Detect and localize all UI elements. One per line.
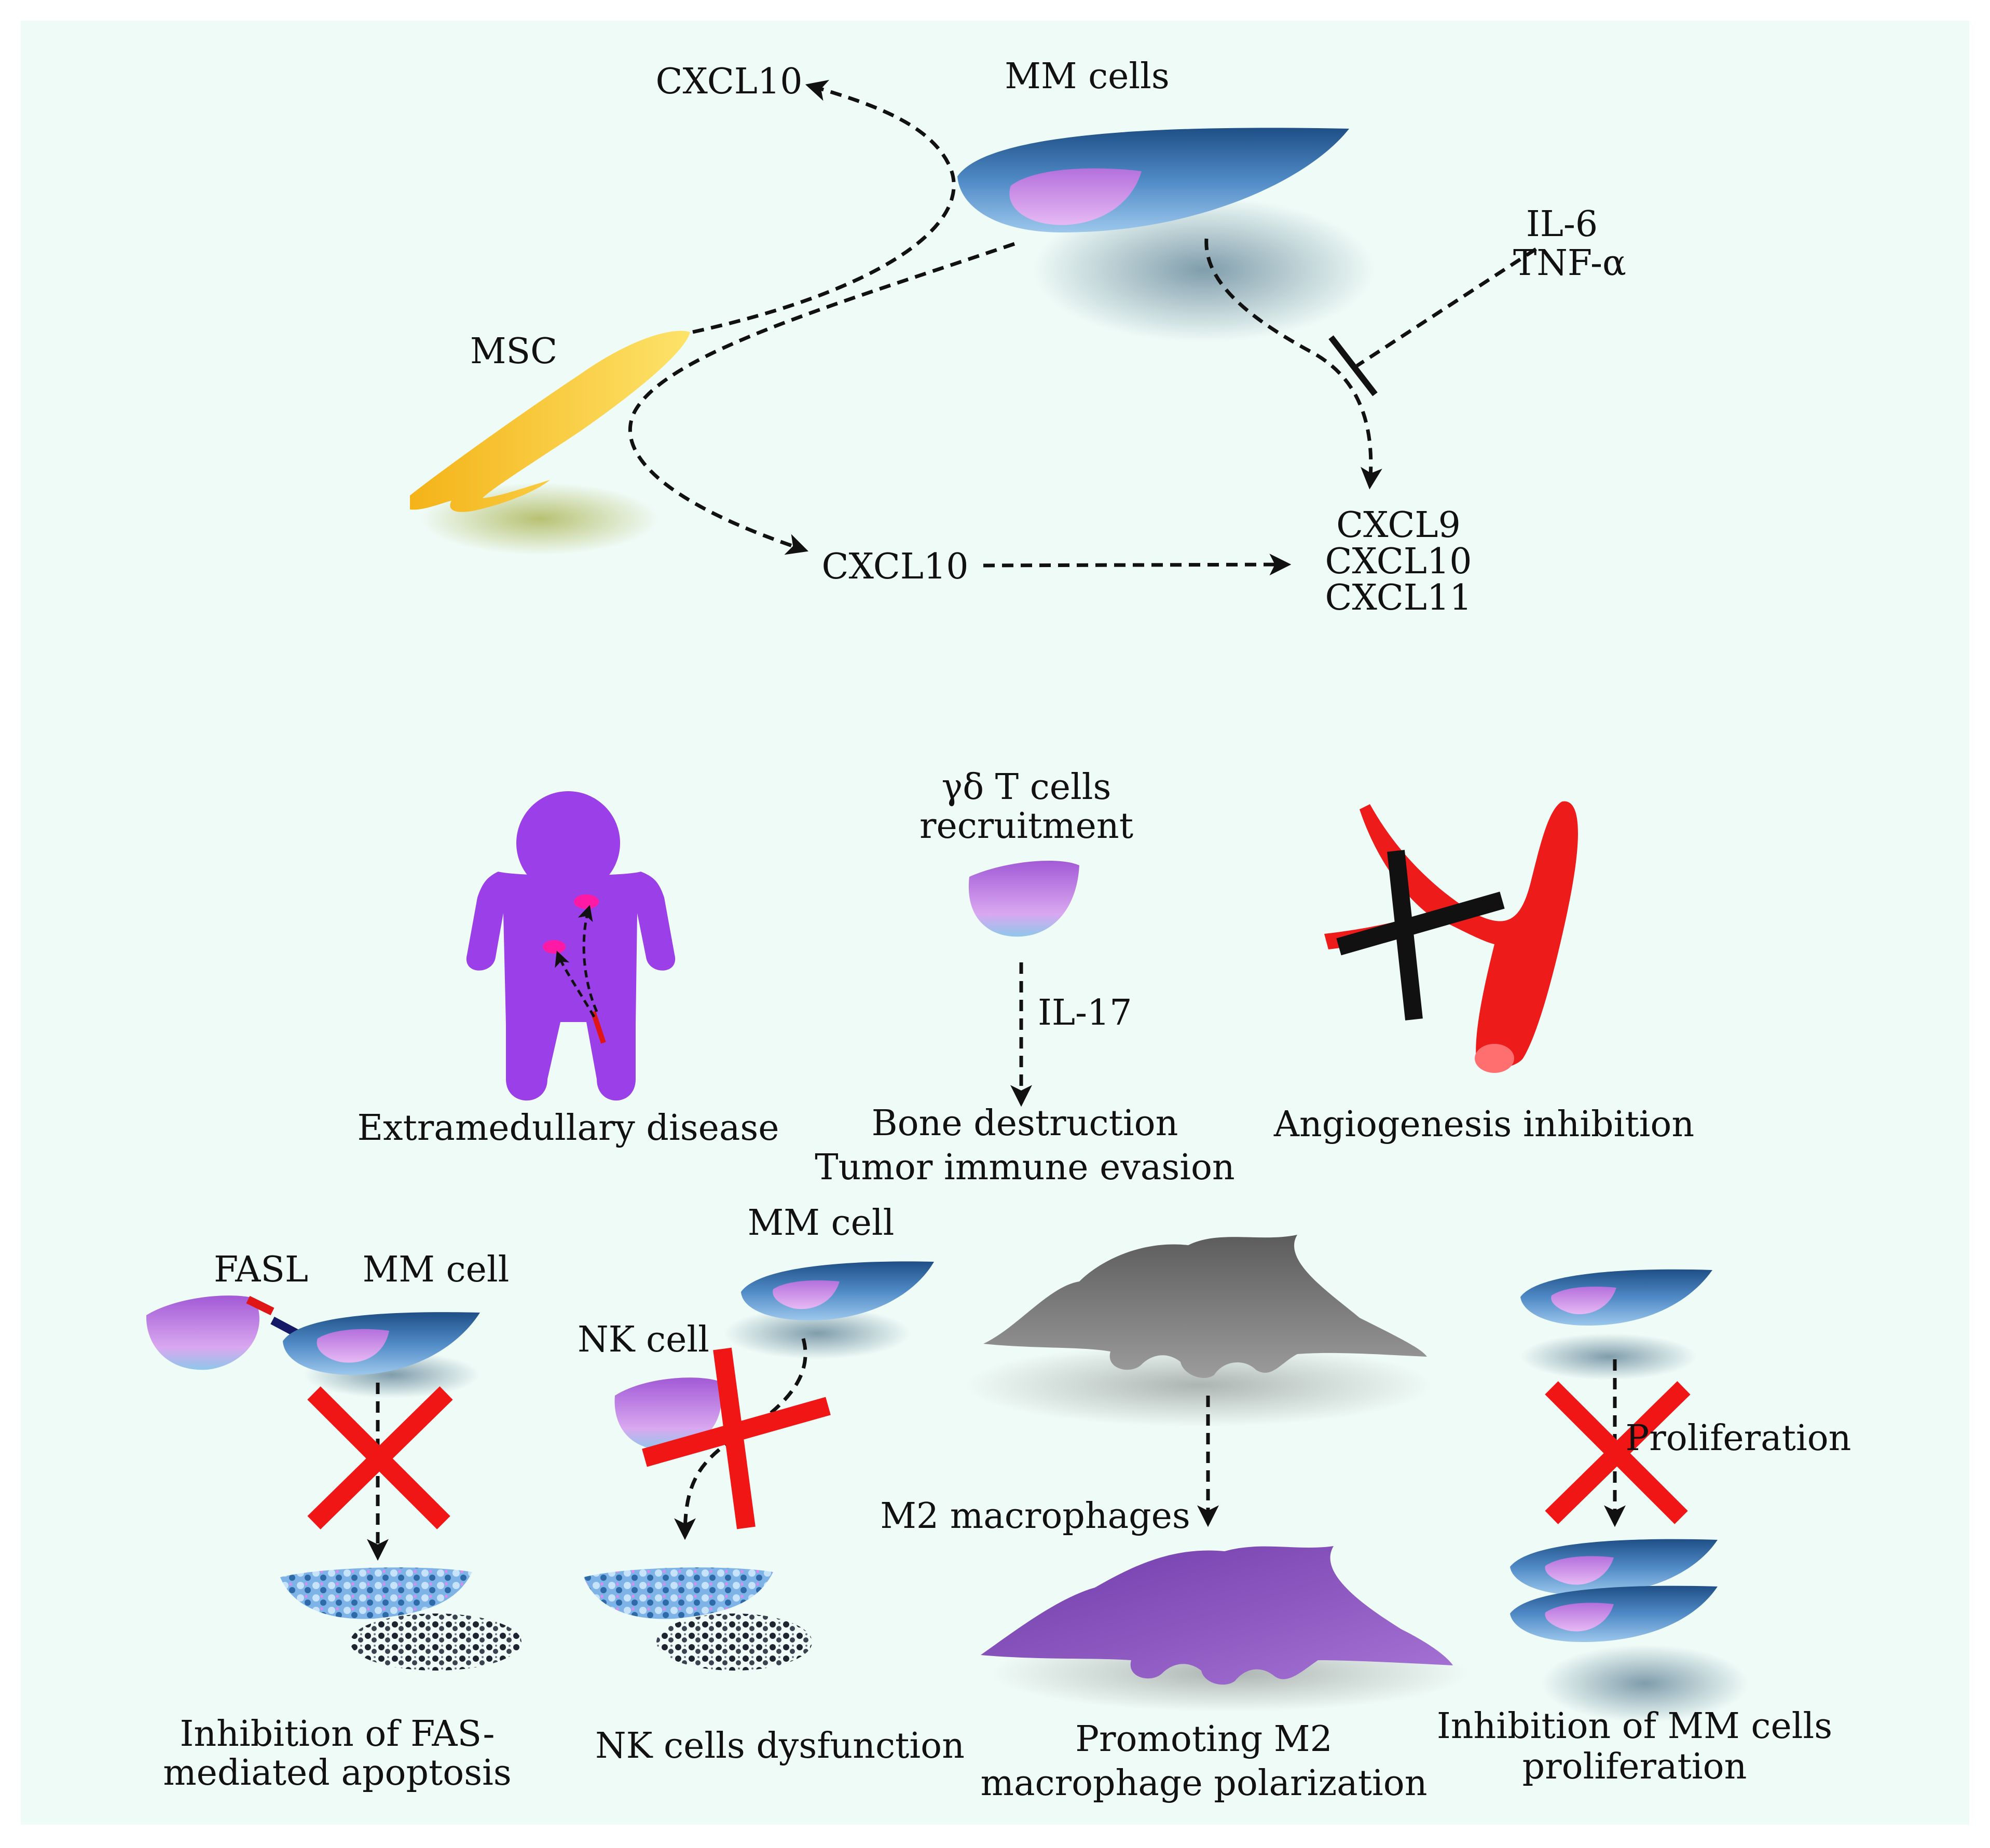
- nk-apoptotic-cell-icon: [584, 1567, 812, 1671]
- inhibit-cytokines-line: [1356, 247, 1537, 367]
- proliferation-label: Proliferation: [1626, 1418, 1851, 1459]
- nk-block-cross: [642, 1347, 831, 1529]
- arrow-cxcl10-to-chemokines: [983, 554, 1292, 576]
- extramedullary-label: Extramedullary disease: [357, 1108, 779, 1149]
- nk-cell-label: NK cell: [578, 1319, 709, 1360]
- nk-caption: NK cells dysfunction: [595, 1726, 965, 1767]
- nk-mm-cell-label: MM cell: [748, 1203, 895, 1244]
- top-panel: MM cells CXCL10 MSC IL-6 TNF-α CXCL10 CX…: [410, 56, 1626, 618]
- prolif-mm-cell-top-icon: [1520, 1269, 1712, 1380]
- middle-panel: Extramedullary disease γδ T cells recrui…: [357, 767, 1694, 1188]
- nk-arrow: [674, 1338, 807, 1540]
- cytokine-tnfa-label: TNF-α: [1513, 243, 1626, 284]
- chemokine-cxcl10-label: CXCL10: [1325, 541, 1472, 582]
- gd-outcome-line2: Tumor immune evasion: [815, 1147, 1234, 1188]
- gd-outcome-line1: Bone destruction: [872, 1103, 1178, 1144]
- proliferation-block-cross: [1545, 1381, 1691, 1524]
- fas-caption-line2: mediated apoptosis: [163, 1753, 512, 1794]
- arrow-msc-to-cxcl10-top: [692, 80, 956, 334]
- inhibit-bar: [1328, 335, 1378, 396]
- gray-macrophage-icon: [965, 1235, 1432, 1427]
- fas-apoptotic-cell-icon: [280, 1567, 521, 1671]
- nk-mm-cell-icon: [724, 1261, 934, 1359]
- prolif-mm-cells-pair-icon: [1510, 1539, 1749, 1722]
- chemokine-cxcl9-label: CXCL9: [1336, 505, 1461, 546]
- proliferation-caption-line1: Inhibition of MM cells: [1437, 1706, 1832, 1747]
- macrophage-caption-line2: macrophage polarization: [981, 1763, 1428, 1804]
- msc-label: MSC: [470, 331, 557, 372]
- arrow-mm-to-cxcl10-msc: [628, 242, 1015, 555]
- gd-t-cell-icon: [968, 861, 1079, 937]
- il17-label: IL-17: [1038, 992, 1132, 1033]
- fas-receptor: [270, 1316, 299, 1337]
- person-icon: [466, 791, 676, 1101]
- chemokine-cxcl11-label: CXCL11: [1325, 577, 1472, 618]
- gd-title-line1: γδ T cells: [942, 767, 1111, 808]
- blood-vessel-icon: [1324, 801, 1579, 1073]
- angiogenesis-label: Angiogenesis inhibition: [1273, 1104, 1694, 1145]
- mm-cell-large-icon: [957, 128, 1375, 342]
- fas-block-cross: [307, 1386, 453, 1529]
- blocked-cross-black: [1336, 850, 1505, 1020]
- fas-mm-cell-icon: [283, 1312, 480, 1398]
- fas-caption-line1: Inhibition of FAS-: [180, 1714, 495, 1755]
- fasl-ligand: [246, 1295, 275, 1316]
- nk-cell-icon: [614, 1377, 722, 1451]
- gd-title-line2: recruitment: [919, 806, 1133, 847]
- msc-cell-icon: [410, 330, 690, 555]
- metastasis-arrow-1: [578, 905, 598, 1012]
- fas-mm-cell-label: MM cell: [363, 1249, 510, 1290]
- cytokine-il6-label: IL-6: [1526, 204, 1598, 245]
- macrophage-caption-line1: Promoting M2: [1075, 1719, 1333, 1760]
- arrow-mm-to-chemokines: [1204, 238, 1382, 490]
- cxcl10-top-label: CXCL10: [656, 61, 803, 102]
- m2-macrophage-icon: [981, 1546, 1469, 1712]
- cxcl10-msc-label: CXCL10: [822, 546, 969, 587]
- mm-cells-label: MM cells: [1005, 56, 1170, 97]
- person-tumor-spots: [543, 894, 606, 1044]
- m2-macrophages-label: M2 macrophages: [880, 1496, 1190, 1537]
- bottom-panel: FASL MM cell Inhibition of FAS- mediated…: [146, 1203, 1851, 1804]
- fas-immune-cell-icon: [146, 1295, 259, 1370]
- proliferation-caption-line2: proliferation: [1522, 1746, 1747, 1787]
- fasl-label: FASL: [214, 1249, 308, 1290]
